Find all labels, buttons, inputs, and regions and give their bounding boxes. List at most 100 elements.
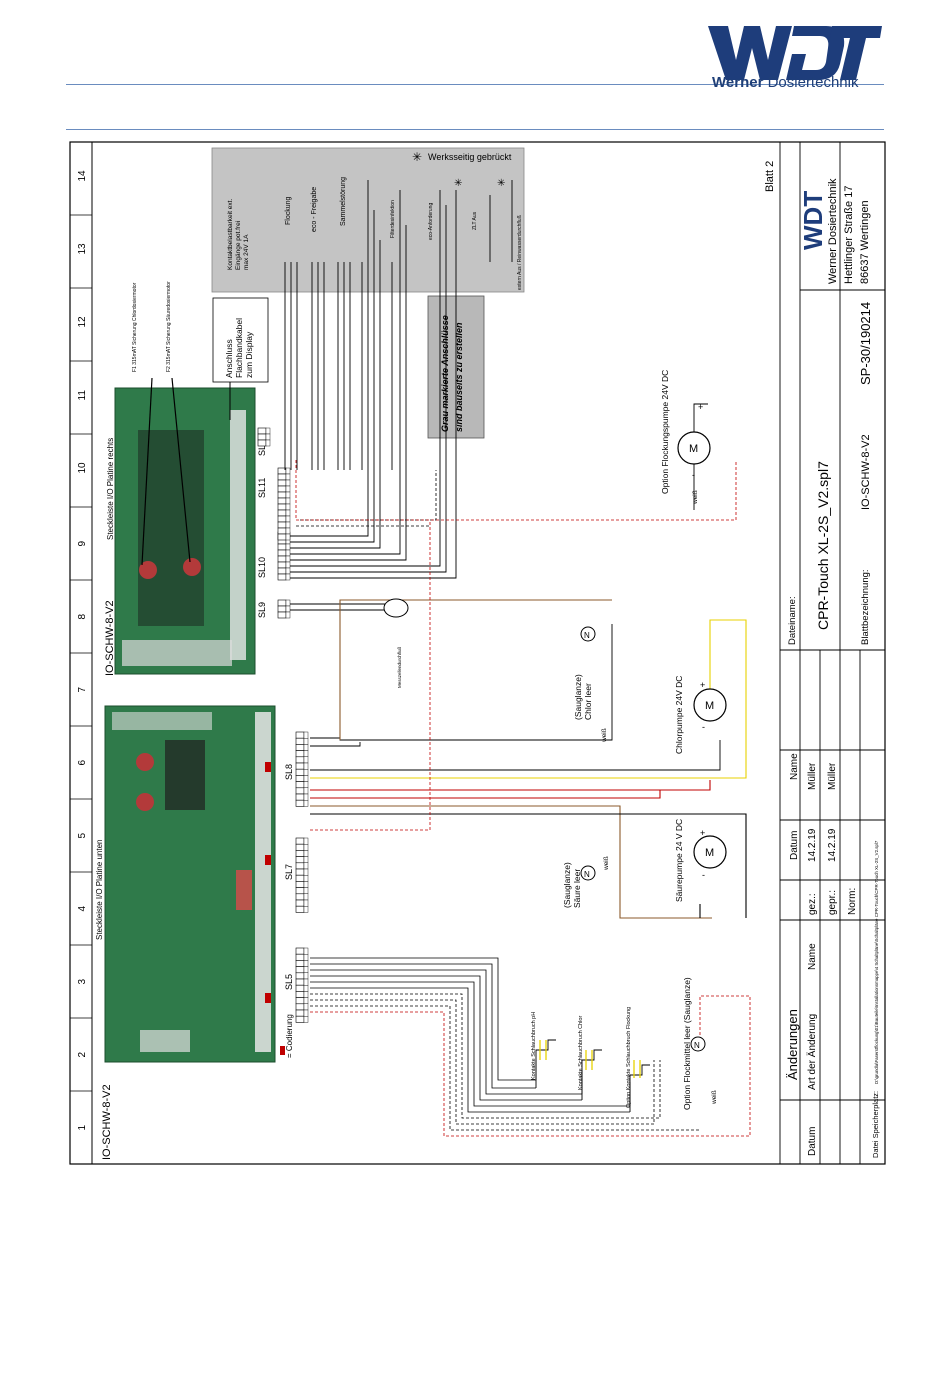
dateiname-value: CPR-Touch XL-2S_V2.spl7 bbox=[815, 461, 831, 630]
terminal bbox=[277, 599, 287, 607]
terminal bbox=[277, 485, 287, 493]
terminal-number bbox=[265, 439, 271, 447]
terminal-number bbox=[285, 467, 291, 475]
svg-text:Grau markierte Anschlüsse: Grau markierte Anschlüsse bbox=[440, 315, 450, 432]
terminal bbox=[295, 862, 305, 870]
terminal bbox=[295, 991, 305, 998]
terminal-number bbox=[303, 1009, 309, 1017]
terminal-number bbox=[303, 954, 309, 961]
column-number: 6 bbox=[77, 760, 88, 766]
svg-text:Eingänge pot.frei: Eingänge pot.frei bbox=[235, 221, 242, 270]
svg-text:Flachbandkabel: Flachbandkabel bbox=[234, 318, 244, 378]
terminal bbox=[295, 737, 305, 745]
motor-saeurepumpe: M + - bbox=[693, 828, 727, 880]
coding-label: = Codierung bbox=[285, 1014, 294, 1058]
column-number: 4 bbox=[77, 906, 88, 912]
weiss-label-2: weiß bbox=[603, 856, 610, 871]
extern-aus-label: extern Aus / Reinwasserdurchfluß bbox=[517, 215, 523, 290]
steckleiste-unten-label: Steckleiste I/O Platine unten bbox=[95, 840, 104, 941]
name-header: Name bbox=[807, 943, 818, 970]
sl7-strip bbox=[295, 837, 309, 913]
terminal-number bbox=[303, 731, 309, 739]
terminal bbox=[295, 984, 305, 992]
terminal bbox=[277, 515, 287, 523]
gez-name: Müller bbox=[807, 762, 818, 790]
terminal-number bbox=[303, 985, 309, 992]
wiring bbox=[284, 180, 721, 771]
speicherplatz-value: D:\grundla\Faserstflockung\01\Bauteile\I… bbox=[874, 840, 879, 1084]
flockung-label: Flockung bbox=[285, 196, 292, 225]
column-number: 10 bbox=[77, 462, 88, 474]
column-number: 13 bbox=[77, 243, 88, 255]
level-switch-flock: N bbox=[690, 1036, 706, 1052]
sl9-label: SL9 bbox=[257, 602, 267, 618]
terminal-number bbox=[303, 906, 309, 913]
saeurepumpe-label: Säurepumpe 24 V DC bbox=[674, 819, 684, 902]
terminal bbox=[277, 521, 287, 529]
column-number: 11 bbox=[77, 390, 88, 401]
column-number: 14 bbox=[77, 170, 88, 182]
fuse-f2-pointer bbox=[171, 377, 191, 563]
flow-switch-icon bbox=[383, 598, 409, 618]
svg-text:Anschluss: Anschluss bbox=[224, 339, 234, 378]
sl11-label: SL11 bbox=[257, 478, 267, 498]
terminal-number bbox=[285, 491, 291, 499]
terminal-number bbox=[285, 503, 291, 511]
terminal bbox=[257, 439, 267, 447]
svg-text:-: - bbox=[702, 870, 705, 880]
column-number: 2 bbox=[77, 1052, 88, 1058]
weiss-label-3: weiß bbox=[711, 1090, 718, 1105]
svg-text:M: M bbox=[705, 700, 714, 712]
terminal bbox=[295, 768, 305, 776]
terminal-number bbox=[285, 479, 291, 487]
terminal-number bbox=[303, 856, 309, 863]
terminal-number bbox=[303, 991, 309, 998]
terminal bbox=[277, 561, 287, 569]
sl9-strip bbox=[277, 599, 291, 619]
schlauchbruch-contacts bbox=[535, 1039, 650, 1112]
terminal-number bbox=[285, 485, 291, 493]
level-switch-chlor: N bbox=[580, 626, 596, 642]
svg-text:M: M bbox=[689, 443, 698, 455]
terminal bbox=[257, 433, 267, 441]
wiring-red-dashed bbox=[295, 460, 751, 1137]
sl7-label: SL7 bbox=[284, 864, 294, 880]
schlauch-flock-label: Option Kontakte Schlauchbruch Flockung bbox=[626, 1007, 632, 1108]
column-number: 3 bbox=[77, 979, 88, 985]
terminal-number bbox=[285, 599, 291, 607]
terminal bbox=[295, 997, 305, 1005]
terminal-number bbox=[303, 899, 309, 907]
column-number: 12 bbox=[77, 316, 88, 328]
terminal-number bbox=[303, 966, 309, 973]
fuse-f1-label: F1 315mAT Sicherung Chlordosiermotor bbox=[132, 282, 138, 372]
svg-text:(Sauglanze): (Sauglanze) bbox=[573, 674, 583, 720]
blatt-label: Blatt 2 bbox=[764, 161, 776, 192]
svg-text:Chlor leer: Chlor leer bbox=[583, 683, 593, 720]
terminal-number bbox=[303, 781, 309, 788]
filterdesinfektion-label: Filterdesinfektion bbox=[390, 200, 396, 238]
terminal bbox=[295, 787, 305, 795]
terminal-number bbox=[285, 567, 291, 575]
column-number: 5 bbox=[77, 833, 88, 839]
datum2-header: Datum bbox=[789, 831, 800, 860]
messzellendurchfluss-label: Messzellendurchfluß bbox=[397, 646, 402, 688]
terminal bbox=[277, 573, 287, 581]
svg-text:-: - bbox=[692, 470, 695, 480]
terminal bbox=[277, 605, 287, 613]
display-connector-label: Anschluss Flachbandkabel zum Display bbox=[224, 318, 254, 378]
terminal-number bbox=[285, 549, 291, 557]
terminal-number bbox=[285, 555, 291, 563]
datum-header: Datum bbox=[807, 1127, 818, 1156]
terminal bbox=[277, 555, 287, 563]
werksseitig-label: Werksseitig gebrückt bbox=[428, 152, 512, 162]
svg-text:(Sauglanze): (Sauglanze) bbox=[562, 862, 572, 908]
gepr-name: Müller bbox=[827, 762, 838, 790]
sl5-label: SL5 bbox=[284, 974, 294, 990]
flockungspumpe-label: Option Flockungspumpe 24V DC bbox=[660, 370, 670, 494]
terminal-number bbox=[285, 611, 291, 619]
column-number: 1 bbox=[77, 1125, 88, 1131]
terminal-number bbox=[303, 862, 309, 870]
star-icon-zlt: ✳ bbox=[454, 178, 462, 189]
terminal bbox=[277, 549, 287, 557]
